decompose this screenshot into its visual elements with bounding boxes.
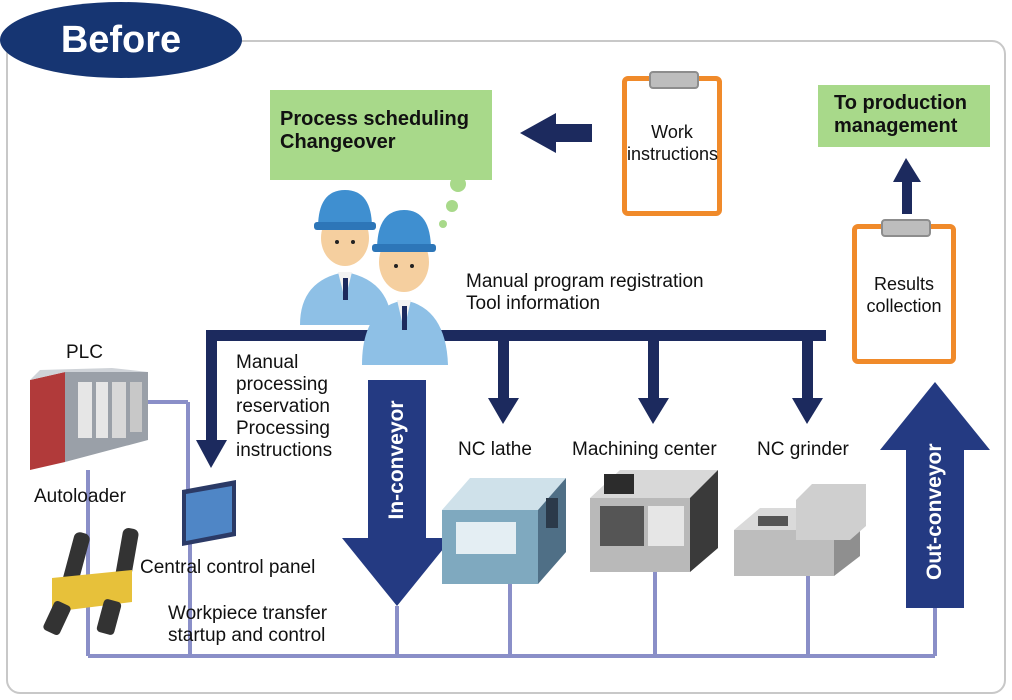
work-instructions-clipboard: Work instructions [622,71,722,216]
plc-illustration [30,368,148,470]
clip-icon [649,71,699,89]
results-collection-line-2: collection [866,296,942,316]
manual-processing-line-2: processing [236,374,328,395]
work-instructions-line-1: Work [651,122,693,142]
out-conveyor-label: Out-conveyor [923,443,946,580]
process-box-line-2: Changeover [280,131,396,153]
nc-lathe-illustration [442,478,566,584]
before-badge: Before [0,2,242,78]
machining-center-illustration [590,470,718,572]
production-management-box: To production management [818,85,990,147]
autoloader-label: Autoloader [34,486,126,507]
manual-processing-label: Manual processing reservation Processing… [236,352,332,462]
in-conveyor-arrow [342,380,452,606]
manual-processing-line-5: instructions [236,440,333,461]
clip-icon [881,219,931,237]
thought-dot [450,176,466,192]
left-arrow [520,113,592,153]
manual-program-line-1: Manual program registration [466,271,704,292]
machining-center-label: Machining center [572,439,717,460]
results-collection-clipboard: Results collection [852,219,956,364]
manual-processing-line-4: Processing [236,418,330,439]
thought-dot [446,200,458,212]
process-box-line-1: Process scheduling [280,108,469,130]
autoloader-illustration [43,528,139,635]
production-box-line-2: management [834,115,958,137]
manual-program-line-2: Tool information [466,293,601,314]
workpiece-transfer-label: Workpiece transfer startup and control [168,603,327,647]
up-arrow [893,158,921,214]
workpiece-transfer-line-2: startup and control [168,625,326,646]
thought-dot [439,220,447,228]
workpiece-transfer-line-1: Workpiece transfer [168,603,328,624]
results-collection-line-1: Results [873,274,935,294]
nc-grinder-label: NC grinder [757,439,849,460]
manual-processing-line-3: reservation [236,396,330,417]
nc-lathe-label: NC lathe [458,439,532,460]
nc-grinder-illustration [734,484,866,576]
manual-program-label: Manual program registration Tool informa… [466,271,704,315]
distribution-arrows [196,330,826,468]
production-box-line-1: To production [834,92,967,114]
worker-illustration-right [362,210,448,365]
central-control-panel-label: Central control panel [140,557,316,578]
out-conveyor-arrow [880,382,990,608]
manual-processing-line-1: Manual [236,352,299,373]
process-scheduling-box: Process scheduling Changeover [270,90,492,180]
work-instructions-line-2: instructions [627,144,719,164]
in-conveyor-label: In-conveyor [385,400,408,520]
worker-illustration-left [300,190,392,325]
control-panel-illustration [182,480,236,546]
plc-label: PLC [66,342,103,363]
